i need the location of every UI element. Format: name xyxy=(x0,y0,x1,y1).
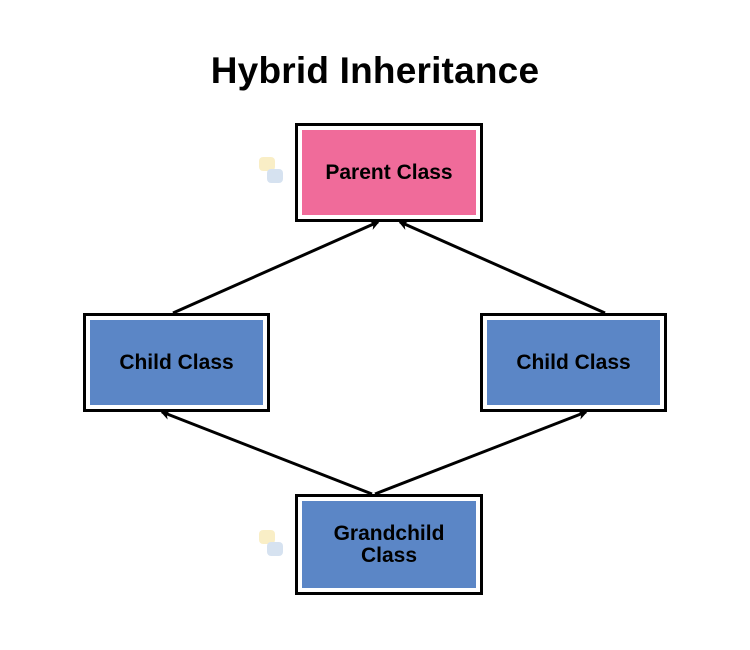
grandchild-class-node: Grandchild Class xyxy=(295,494,483,595)
grandchild-class-label: Grandchild Class xyxy=(302,501,476,588)
arrow-grandchild-to-child-left xyxy=(160,410,373,496)
arrow-child-right-to-parent xyxy=(398,220,606,315)
child-class-node-right: Child Class xyxy=(480,313,667,412)
child-class-label-left: Child Class xyxy=(90,320,263,405)
arrow-child-left-to-parent xyxy=(172,220,380,315)
parent-class-label: Parent Class xyxy=(302,130,476,215)
child-class-node-left: Child Class xyxy=(83,313,270,412)
parent-class-node: Parent Class xyxy=(295,123,483,222)
arrow-grandchild-to-child-right xyxy=(374,410,588,496)
child-class-label-right: Child Class xyxy=(487,320,660,405)
diagram-title: Hybrid Inheritance xyxy=(210,50,540,91)
